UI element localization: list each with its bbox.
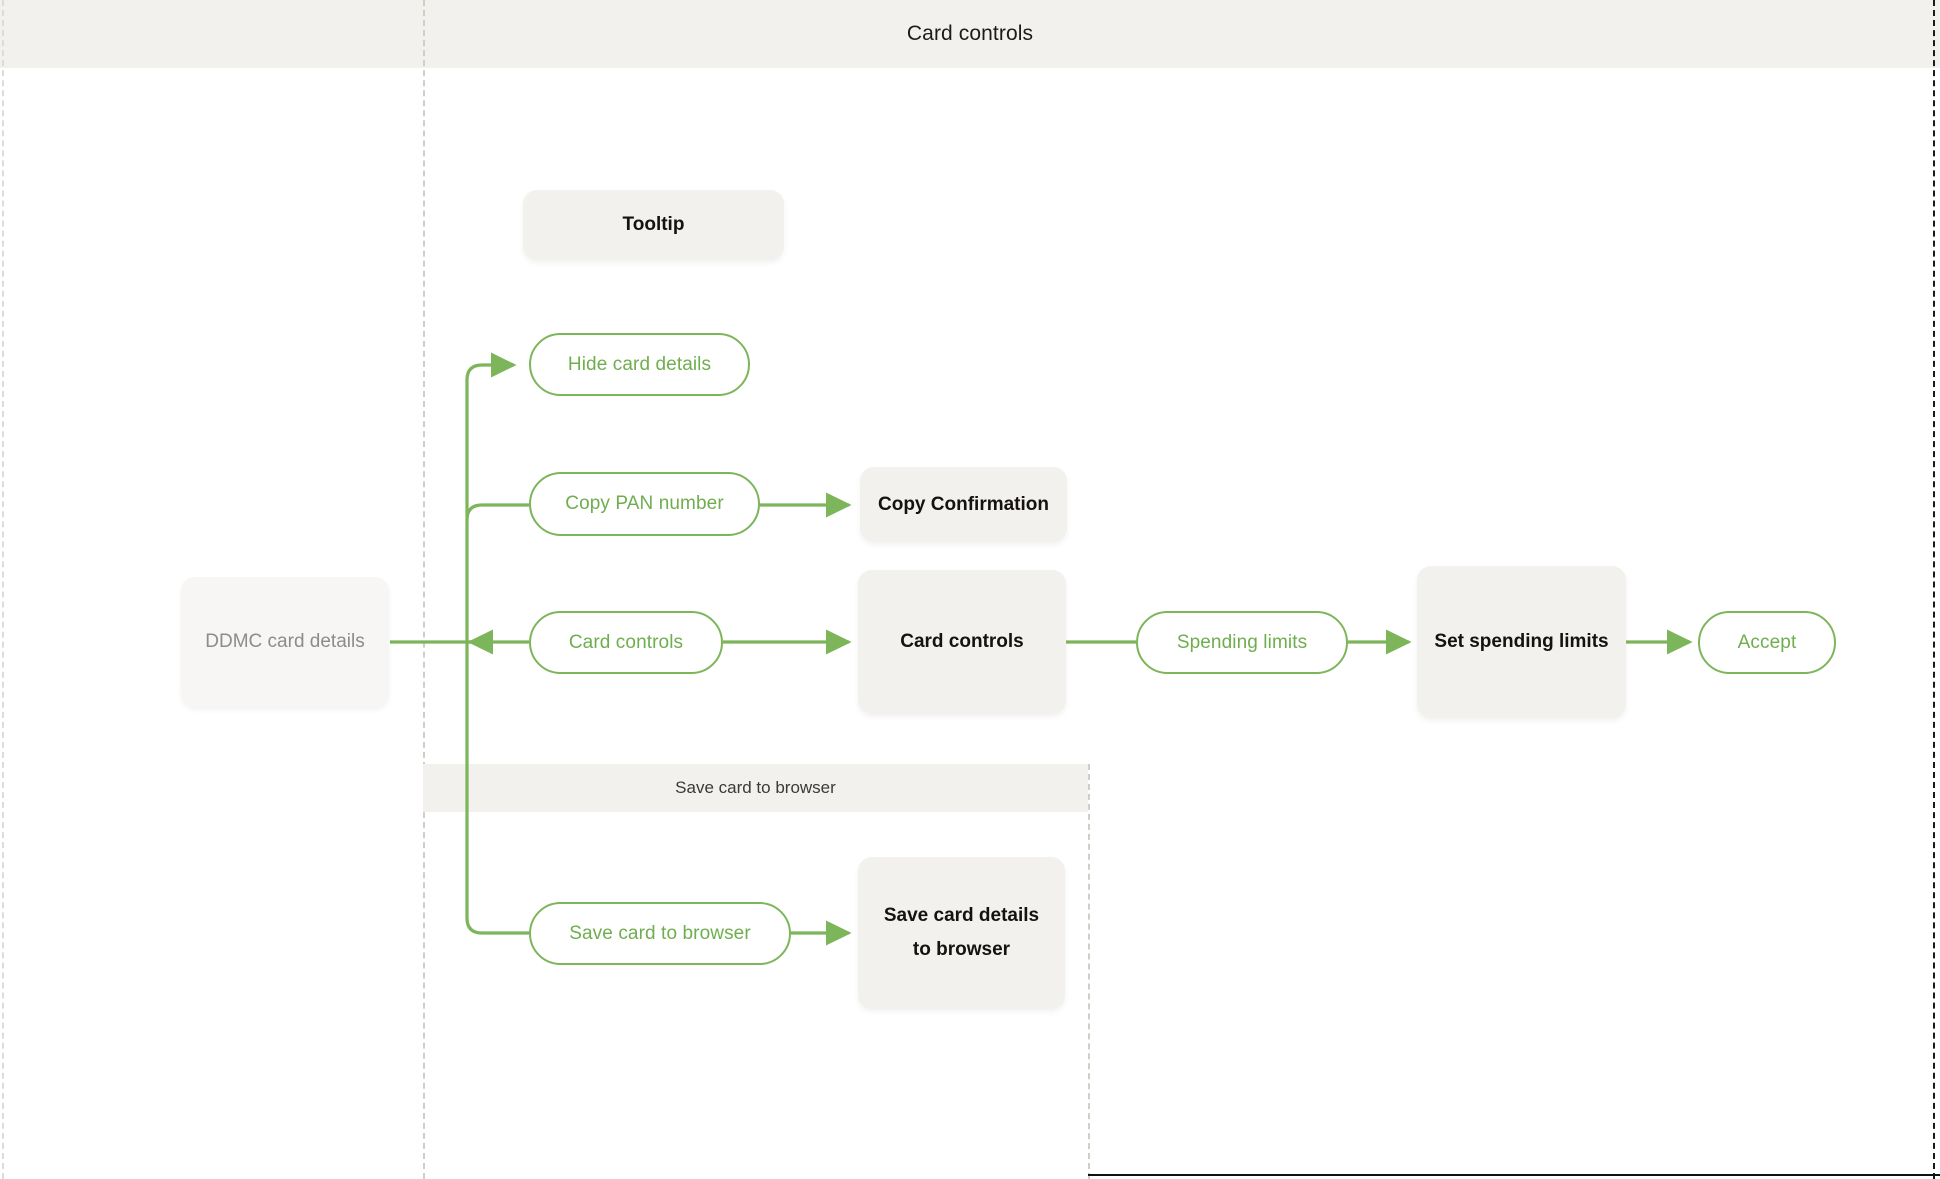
node-save-card-to-browser-action[interactable]: Save card to browser — [529, 902, 791, 965]
node-label: Tooltip — [622, 214, 685, 235]
node-label-line-2: to browser — [912, 939, 1011, 960]
header-bar: Card controls — [0, 0, 1940, 68]
frame-rail-column-a — [423, 0, 425, 1179]
wire-trunk-to-save-card-to-browser-action — [465, 917, 529, 935]
node-ddmc-card-details[interactable]: DDMC card details — [181, 577, 389, 707]
node-copy-pan-number[interactable]: Copy PAN number — [529, 472, 760, 536]
wire-trunk-to-copy-pan-number — [465, 503, 529, 521]
wire-trunk-to-hide-card-details — [465, 352, 517, 381]
node-hide-card-details[interactable]: Hide card details — [529, 333, 750, 396]
node-copy-confirmation[interactable]: Copy Confirmation — [860, 467, 1067, 542]
node-tooltip[interactable]: Tooltip — [523, 190, 784, 260]
node-accept[interactable]: Accept — [1698, 611, 1836, 674]
node-label: Save card details to browser — [870, 905, 1053, 961]
section-band-save-card-to-browser: Save card to browser — [423, 764, 1088, 812]
node-label: Accept — [1737, 631, 1797, 653]
node-spending-limits[interactable]: Spending limits — [1136, 611, 1348, 674]
frame-rail-bottom — [1088, 1174, 1940, 1176]
node-label: Spending limits — [1176, 631, 1308, 653]
node-label: Save card to browser — [569, 922, 751, 944]
node-label: Hide card details — [567, 353, 712, 375]
node-label: Card controls — [568, 631, 684, 653]
node-save-card-details-to-browser[interactable]: Save card details to browser — [858, 857, 1065, 1009]
node-label: Copy PAN number — [565, 493, 724, 514]
node-label: Set spending limits — [1434, 631, 1609, 652]
node-set-spending-limits[interactable]: Set spending limits — [1417, 566, 1626, 718]
node-label-line-1: Save card details — [883, 905, 1040, 926]
frame-rail-column-b — [1088, 764, 1090, 1179]
node-label: Copy Confirmation — [878, 493, 1049, 515]
node-card-controls-screen[interactable]: Card controls — [858, 570, 1066, 714]
node-label: DDMC card details — [205, 631, 365, 652]
page-title: Card controls — [906, 22, 1034, 45]
node-card-controls-action[interactable]: Card controls — [529, 611, 723, 674]
frame-rail-right — [1933, 0, 1935, 1179]
frame-rail-left — [2, 0, 4, 1179]
section-band-label: Save card to browser — [675, 778, 836, 797]
node-label: Card controls — [900, 631, 1024, 652]
